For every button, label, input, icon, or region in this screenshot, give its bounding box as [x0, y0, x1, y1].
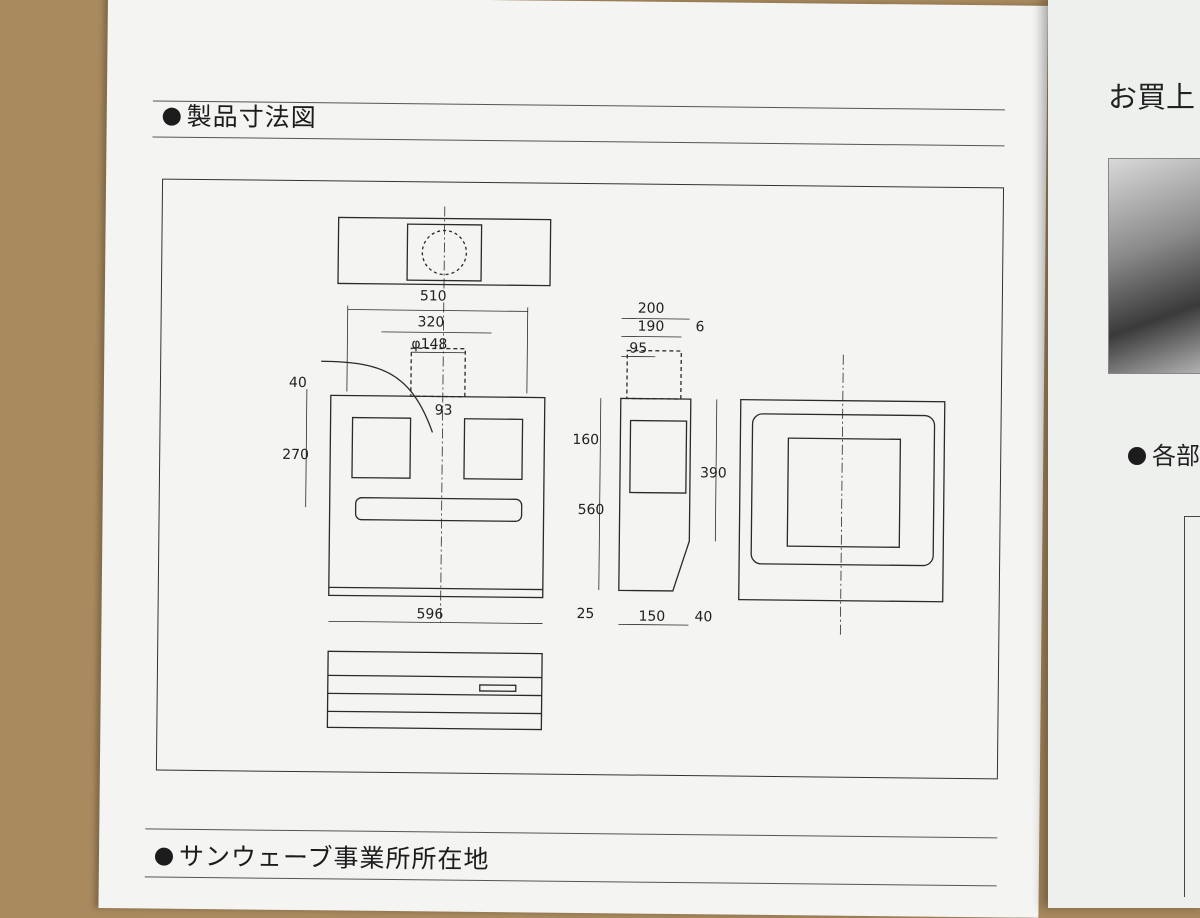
right-page: お買上 各部	[1048, 0, 1200, 908]
dim-320: 320	[418, 314, 445, 330]
right-page-section: 各部	[1128, 436, 1200, 471]
section2-heading: サンウェーブ事業所所在地	[155, 837, 490, 877]
bottom-view-body	[327, 651, 542, 729]
dim-200: 200	[638, 301, 665, 317]
rear-view-panel-inner	[787, 438, 900, 547]
front-view-filter-left	[352, 418, 411, 479]
section2-title: サンウェーブ事業所所在地	[179, 842, 490, 874]
dim-160: 160	[572, 432, 599, 448]
section1-title: 製品寸法図	[187, 102, 317, 132]
dim-95: 95	[629, 340, 647, 356]
dim-560: 560	[578, 502, 605, 518]
side-view-filter	[630, 420, 687, 493]
dim-40b: 40	[694, 609, 712, 625]
front-view-handle	[356, 498, 522, 522]
section1-heading: 製品寸法図	[163, 97, 317, 135]
dim-596: 596	[416, 606, 443, 622]
side-view-body	[619, 398, 691, 591]
bottom-view-switches	[480, 685, 516, 691]
dimension-drawing: 510 320 φ148 40 270 93 596 200 190 6 95 …	[157, 180, 1003, 779]
dim-190: 190	[637, 319, 664, 335]
bullet-icon	[163, 108, 181, 126]
dimension-drawing-frame: 510 320 φ148 40 270 93 596 200 190 6 95 …	[156, 179, 1004, 780]
dim-25: 25	[576, 606, 594, 622]
section2-underline	[145, 876, 997, 886]
section1-underline	[153, 136, 1005, 146]
kitchen-photo	[1108, 158, 1200, 374]
bullet-icon	[1128, 447, 1146, 465]
dim-148: φ148	[411, 336, 447, 352]
right-page-box	[1184, 516, 1200, 897]
dim-390: 390	[700, 465, 727, 481]
right-page-title: お買上	[1108, 74, 1195, 116]
dim-93: 93	[435, 402, 453, 418]
front-view-duct	[411, 348, 465, 397]
dim-510: 510	[420, 288, 447, 304]
dim-270: 270	[282, 447, 309, 463]
dim-40: 40	[289, 375, 307, 391]
front-view-body	[329, 395, 545, 597]
dim-6: 6	[695, 319, 704, 335]
dim-150: 150	[638, 609, 665, 625]
bullet-icon	[155, 848, 173, 866]
left-page: 製品寸法図	[98, 0, 1047, 918]
front-view-filter-right	[464, 419, 523, 480]
side-view-duct	[627, 350, 681, 399]
rear-view-panel-outer	[751, 414, 935, 566]
right-section-title: 各部	[1152, 442, 1200, 470]
